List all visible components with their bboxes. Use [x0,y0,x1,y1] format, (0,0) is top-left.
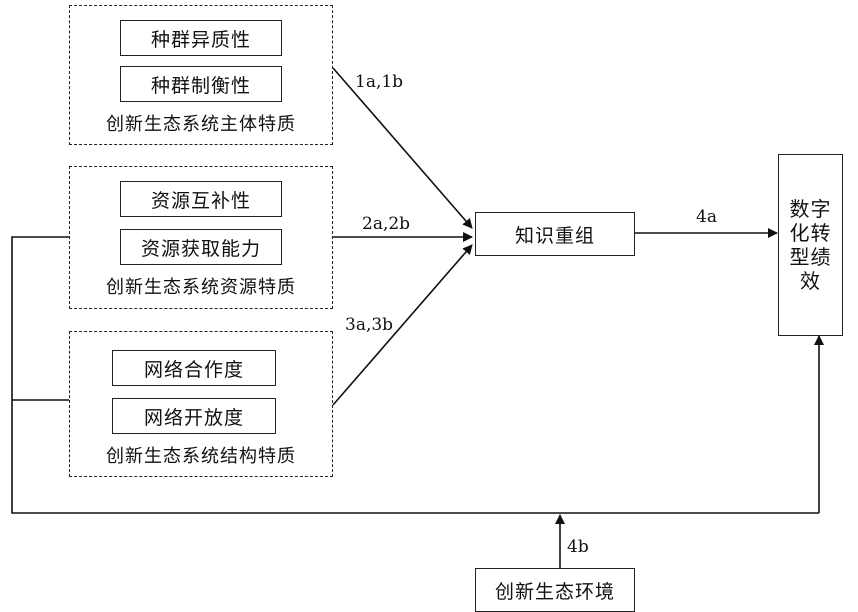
arrow-structure-to-knowledge [332,244,473,406]
box-network-openness: 网络开放度 [112,398,276,434]
label-path-1: 1a,1b [355,72,404,92]
outcome-line-1: 数字 [789,197,832,221]
box-population-balance: 种群制衡性 [120,66,282,102]
caption-resource: 创新生态系统资源特质 [106,277,296,298]
outcome-line-2: 化转 [789,221,832,245]
group-structure: 网络合作度 网络开放度 创新生态系统结构特质 [69,331,333,477]
box-digital-transformation-performance: 数字 化转 型绩 效 [778,154,843,336]
arrow-subject-to-knowledge [332,67,473,229]
label-path-4b: 4b [567,537,589,557]
label-path-4a: 4a [696,207,717,227]
box-population-heterogeneity: 种群异质性 [120,20,282,56]
box-knowledge-recombination: 知识重组 [475,212,635,256]
group-resource: 资源互补性 资源获取能力 创新生态系统资源特质 [69,166,333,309]
caption-subject: 创新生态系统主体特质 [106,114,296,135]
outcome-line-3: 型绩 [789,245,832,269]
control-line-left [11,236,819,514]
group-subject: 种群异质性 种群制衡性 创新生态系统主体特质 [69,5,333,145]
box-innovation-ecosystem-environment: 创新生态环境 [475,568,635,612]
label-path-2: 2a,2b [362,214,411,234]
outcome-line-4: 效 [800,269,821,293]
caption-structure: 创新生态系统结构特质 [106,446,296,467]
box-resource-complementarity: 资源互补性 [120,181,282,217]
box-network-cooperation: 网络合作度 [112,350,276,386]
label-path-3: 3a,3b [345,315,394,335]
box-resource-acquisition: 资源获取能力 [120,229,282,265]
